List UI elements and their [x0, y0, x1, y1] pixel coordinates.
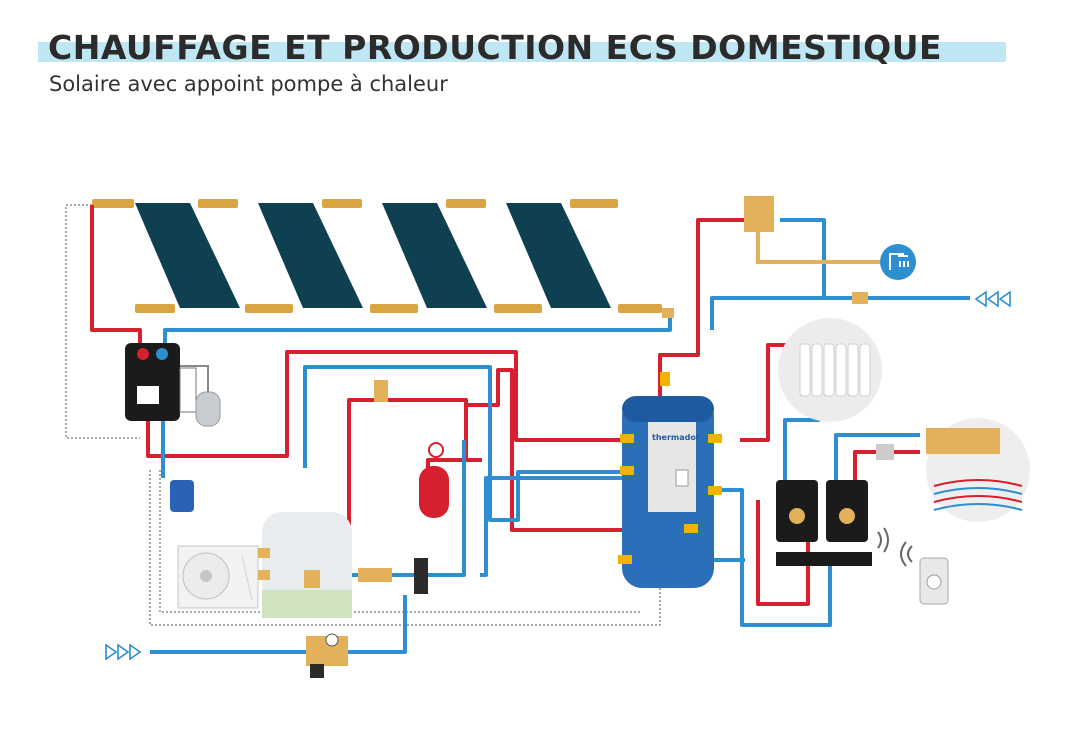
collector-fittings — [92, 199, 662, 313]
solar-collectors — [135, 203, 611, 308]
underfloor-manifold — [926, 428, 1000, 454]
mixing-valve-box — [876, 444, 894, 460]
cold-pipes — [150, 218, 970, 654]
cold-water-outlet-arrows — [974, 290, 1011, 308]
solar-pump-station — [125, 343, 197, 421]
tank-valves — [618, 372, 722, 564]
wireless-signal-icon — [877, 527, 913, 567]
underfloor-loops — [933, 479, 1023, 511]
dhw-pipe — [756, 232, 880, 264]
strainer — [358, 568, 392, 582]
glycol-canister — [170, 480, 194, 512]
air-vent — [374, 380, 388, 402]
pressure-gauge — [428, 442, 444, 458]
storage-tank: thermador — [622, 396, 714, 588]
solar-expansion-vessel — [195, 391, 221, 427]
solar-collector-2 — [258, 203, 363, 308]
cold-water-inlet-arrows — [105, 643, 142, 661]
shower-icon — [889, 253, 909, 270]
expansion-pipe — [180, 365, 209, 392]
filling-valve — [304, 570, 320, 588]
solar-collector-1 — [135, 203, 240, 308]
solar-collector-4 — [506, 203, 611, 308]
page-title: CHAUFFAGE ET PRODUCTION ECS DOMESTIQUE — [48, 28, 943, 67]
tank-brand: thermador — [652, 433, 700, 442]
thermostatic-mixing-valve — [744, 196, 774, 232]
page-subtitle: Solaire avec appoint pompe à chaleur — [49, 72, 448, 96]
circulator-stations — [776, 480, 872, 566]
inlet-safety-group — [306, 633, 348, 678]
heating-expansion-vessel — [419, 466, 449, 518]
brass-fittings — [258, 292, 868, 580]
solar-collector-3 — [382, 203, 487, 308]
thermostat-dial — [926, 574, 942, 590]
title-highlight-band — [38, 42, 1006, 62]
shower-circle — [880, 244, 916, 280]
ground-strip — [262, 590, 352, 618]
radiator — [799, 343, 871, 397]
heat-pump-outdoor-unit — [177, 545, 259, 609]
magnetic-filter — [414, 558, 428, 594]
